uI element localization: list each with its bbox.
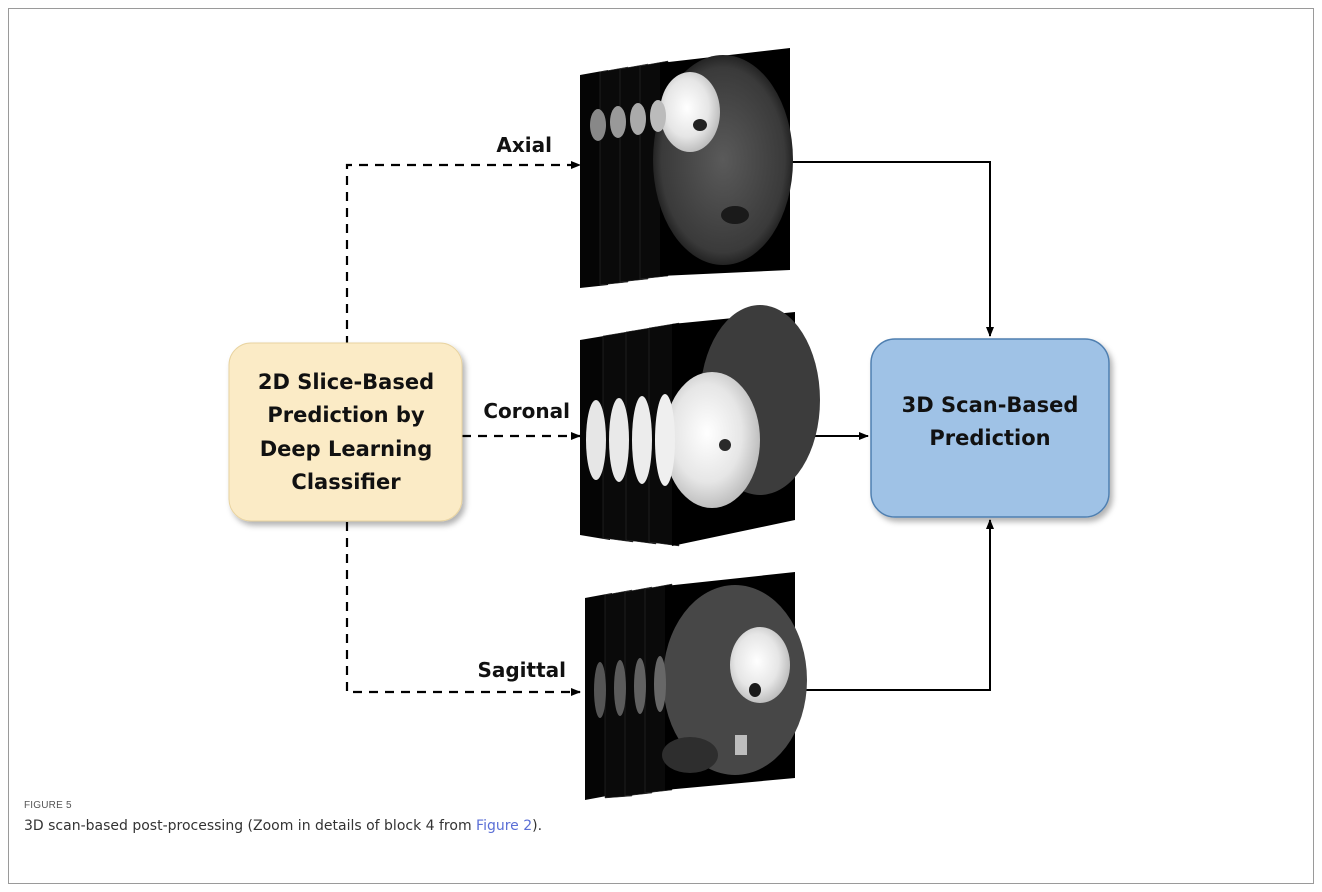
figure-link[interactable]: Figure 2: [476, 818, 533, 834]
source-line-1: 2D Slice-Based: [258, 370, 434, 394]
target-box: [870, 338, 1110, 518]
sagittal-label: Sagittal: [477, 658, 566, 682]
target-line-1: 3D Scan-Based: [902, 393, 1079, 417]
figure-label: FIGURE 5: [24, 800, 72, 811]
figure-caption: 3D scan-based post-processing (Zoom in d…: [24, 818, 542, 834]
sagittal-image-stack: [585, 572, 807, 800]
coronal-image-stack: [580, 305, 820, 547]
source-line-3: Deep Learning: [260, 437, 433, 461]
axial-dashed-arrow: [345, 161, 581, 345]
target-line-2: Prediction: [929, 426, 1050, 450]
caption-text-before: 3D scan-based post-processing (Zoom in d…: [24, 818, 477, 834]
caption-text-after: ).: [532, 818, 543, 834]
dashed-connectors: [345, 161, 581, 696]
figure-frame: [8, 8, 1314, 884]
sagittal-dashed-arrow: [345, 522, 581, 696]
source-line-4: Classifier: [291, 470, 401, 494]
axial-image-stack: [580, 48, 793, 288]
axial-solid-arrow: [790, 161, 994, 337]
source-line-2: Prediction by: [267, 403, 425, 427]
coronal-label: Coronal: [483, 399, 570, 423]
source-box-label: 2D Slice-Based Prediction by Deep Learni…: [258, 370, 434, 494]
source-box: [228, 342, 463, 522]
target-box-label: 3D Scan-Based Prediction: [902, 393, 1079, 450]
axial-label: Axial: [496, 133, 552, 157]
sagittal-solid-arrow: [795, 519, 994, 691]
